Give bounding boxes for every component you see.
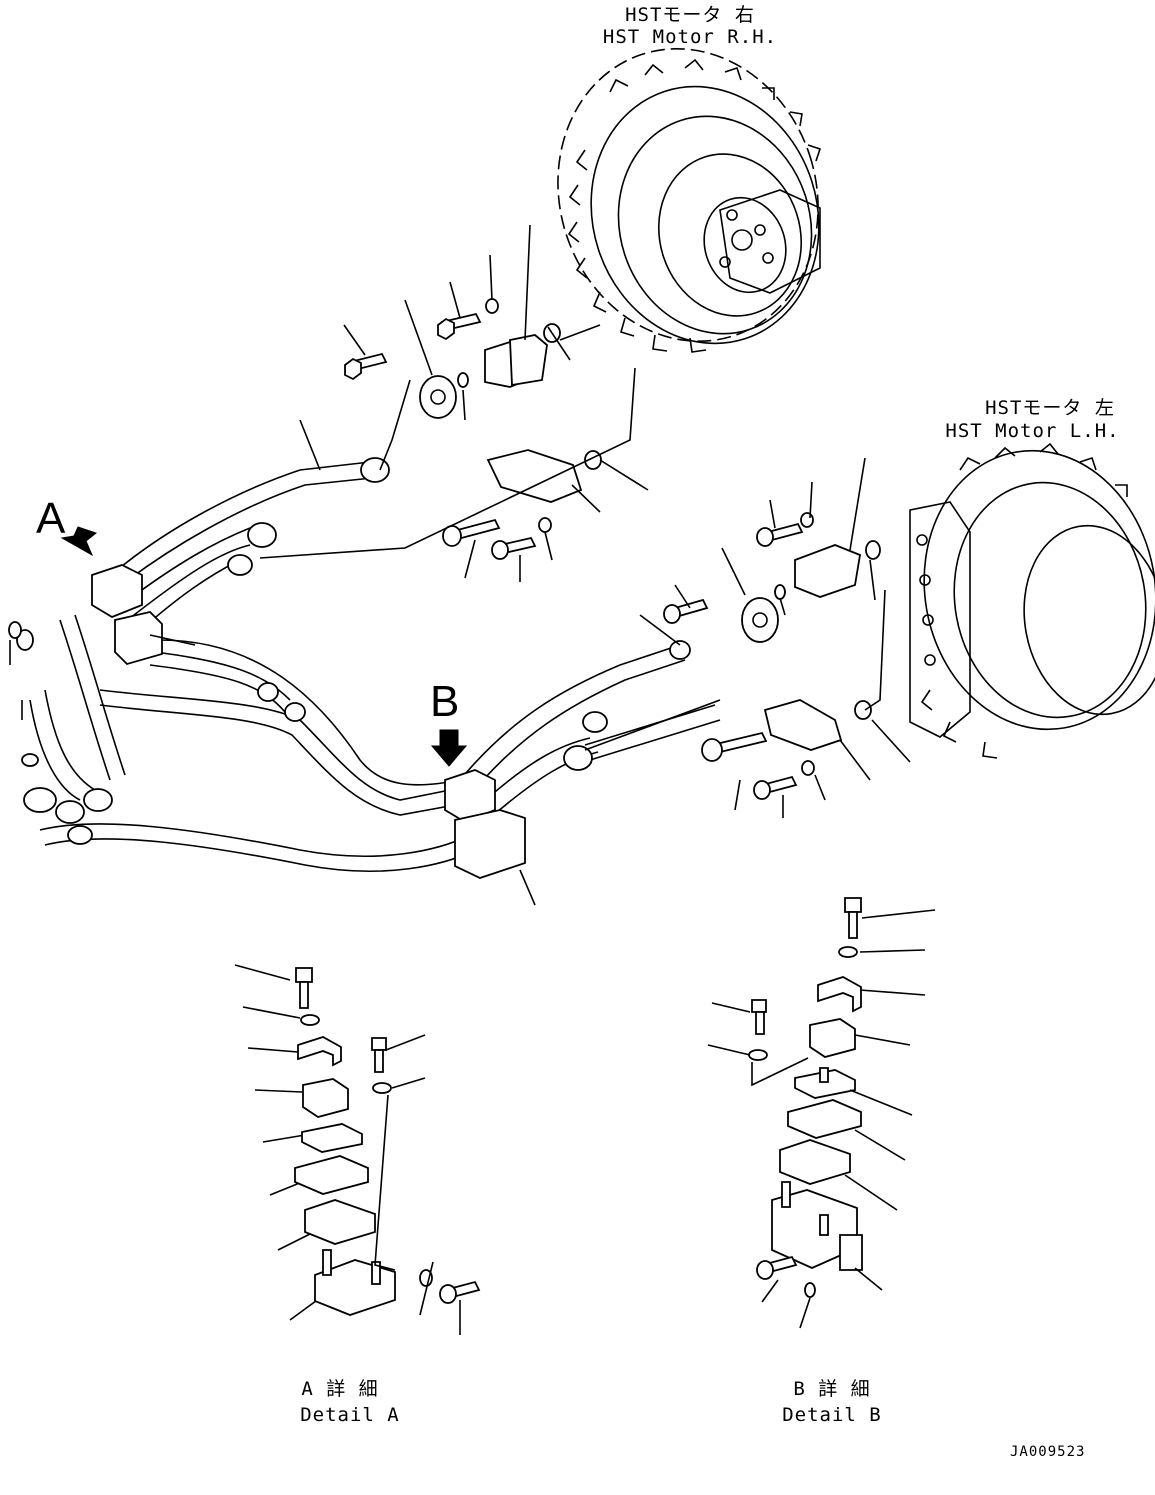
hst-motor-rh	[557, 47, 822, 353]
hst-motor-lh	[909, 442, 1155, 759]
motor-lh-label-jp: HSTモータ 左	[985, 397, 1115, 419]
detail-a-exploded	[234, 964, 481, 1335]
detail-b-label-jp: B 詳 細	[793, 1378, 871, 1400]
view-b-arrow-icon	[430, 729, 468, 767]
detail-b-exploded	[707, 897, 936, 1329]
detail-b-label-en: Detail B	[782, 1404, 882, 1426]
detail-a-label-jp: A 詳 細	[301, 1378, 379, 1400]
view-b-label: B	[430, 677, 460, 726]
detail-a-label-en: Detail A	[300, 1404, 400, 1426]
reference-code: JA009523	[1010, 1444, 1086, 1460]
view-a-label: A	[36, 494, 66, 543]
leader-lines	[149, 224, 911, 906]
hose-assembly	[8, 457, 721, 879]
motor-rh-label-en: HST Motor R.H.	[602, 26, 778, 48]
motor-rh-label-jp: HSTモータ 右	[625, 4, 755, 26]
lh-fitting-parts	[663, 512, 881, 800]
view-a-arrow-icon	[60, 526, 98, 557]
rh-fitting-parts	[344, 298, 602, 560]
motor-lh-label-en: HST Motor L.H.	[945, 420, 1120, 442]
